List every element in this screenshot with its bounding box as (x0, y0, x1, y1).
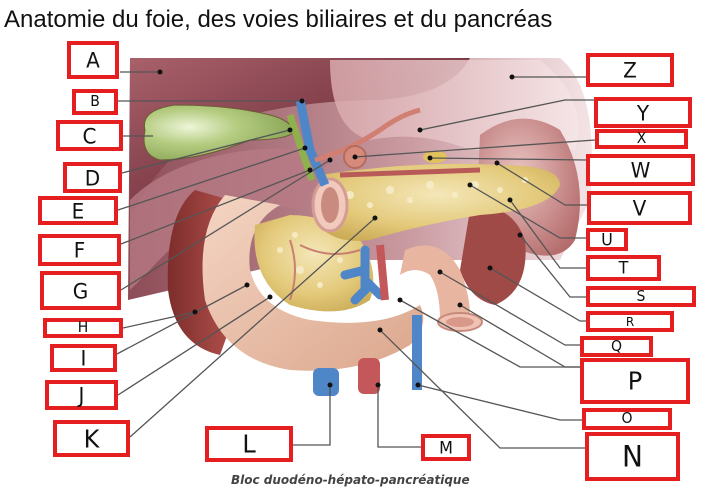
label-text-v: V (632, 195, 647, 221)
label-text-p: P (627, 366, 643, 396)
suprarenal-gland (423, 151, 447, 163)
inferior-mesenteric-vein (412, 315, 422, 390)
label-text-e: E (71, 197, 85, 224)
label-box-o[interactable]: O (582, 408, 672, 430)
label-box-b[interactable]: B (72, 89, 118, 115)
label-text-o: O (621, 410, 633, 428)
jejunum (400, 245, 470, 320)
inferior-vena-cava (313, 368, 339, 396)
label-text-r: R (625, 314, 635, 329)
superior-mesenteric-artery (376, 244, 389, 301)
label-text-w: W (630, 157, 651, 183)
label-box-y[interactable]: Y (594, 97, 692, 128)
hepatic-artery (314, 107, 421, 163)
label-box-w[interactable]: W (586, 154, 695, 186)
page-title: Anatomie du foie, des voies biliaires et… (4, 6, 553, 33)
label-text-t: T (618, 257, 629, 278)
label-text-q: Q (610, 338, 623, 355)
label-box-t[interactable]: T (586, 255, 661, 281)
label-text-n: N (622, 438, 643, 474)
label-box-s[interactable]: S (586, 286, 696, 307)
label-box-q[interactable]: Q (580, 336, 653, 357)
label-box-i[interactable]: I (50, 344, 117, 372)
label-box-r[interactable]: R (586, 311, 674, 332)
pancreas-body (315, 163, 560, 241)
figure-caption: Bloc duodéno-hépato-pancréatique (231, 473, 470, 487)
label-text-d: D (84, 164, 101, 191)
duodenum (202, 195, 424, 371)
label-text-y: Y (636, 99, 650, 126)
label-box-m[interactable]: M (421, 434, 471, 461)
label-box-l[interactable]: L (205, 426, 293, 462)
left-kidney (460, 208, 526, 305)
label-text-u: U (601, 229, 613, 249)
label-box-u[interactable]: U (586, 228, 628, 251)
label-text-h: H (77, 319, 89, 337)
label-box-v[interactable]: V (587, 191, 692, 225)
label-box-f[interactable]: F (38, 234, 121, 266)
label-box-k[interactable]: K (53, 420, 130, 457)
superior-mesenteric-vein (340, 245, 385, 305)
aorta (358, 358, 380, 394)
label-text-i: I (80, 345, 87, 371)
label-box-d[interactable]: D (63, 162, 122, 193)
label-box-z[interactable]: Z (586, 53, 674, 87)
portal-vein (295, 99, 330, 187)
splenic-vein (339, 167, 481, 178)
label-box-c[interactable]: C (56, 120, 123, 151)
label-text-c: C (82, 122, 97, 149)
label-text-f: F (73, 237, 86, 263)
label-text-m: M (439, 437, 453, 457)
label-box-n[interactable]: N (585, 432, 680, 481)
label-text-l: L (242, 429, 256, 459)
label-box-g[interactable]: G (40, 271, 121, 310)
label-box-h[interactable]: H (43, 318, 123, 338)
label-text-g: G (72, 277, 89, 304)
label-box-j[interactable]: J (45, 380, 118, 410)
label-box-p[interactable]: P (580, 358, 690, 404)
label-text-j: J (78, 382, 85, 408)
label-text-a: A (86, 47, 100, 73)
label-box-a[interactable]: A (67, 41, 119, 79)
label-box-e[interactable]: E (38, 196, 118, 225)
label-text-x: X (636, 130, 647, 148)
label-text-s: S (636, 288, 646, 305)
label-box-x[interactable]: X (595, 129, 688, 149)
label-text-k: K (83, 423, 100, 454)
label-text-z: Z (623, 57, 637, 83)
label-text-b: B (90, 93, 100, 111)
